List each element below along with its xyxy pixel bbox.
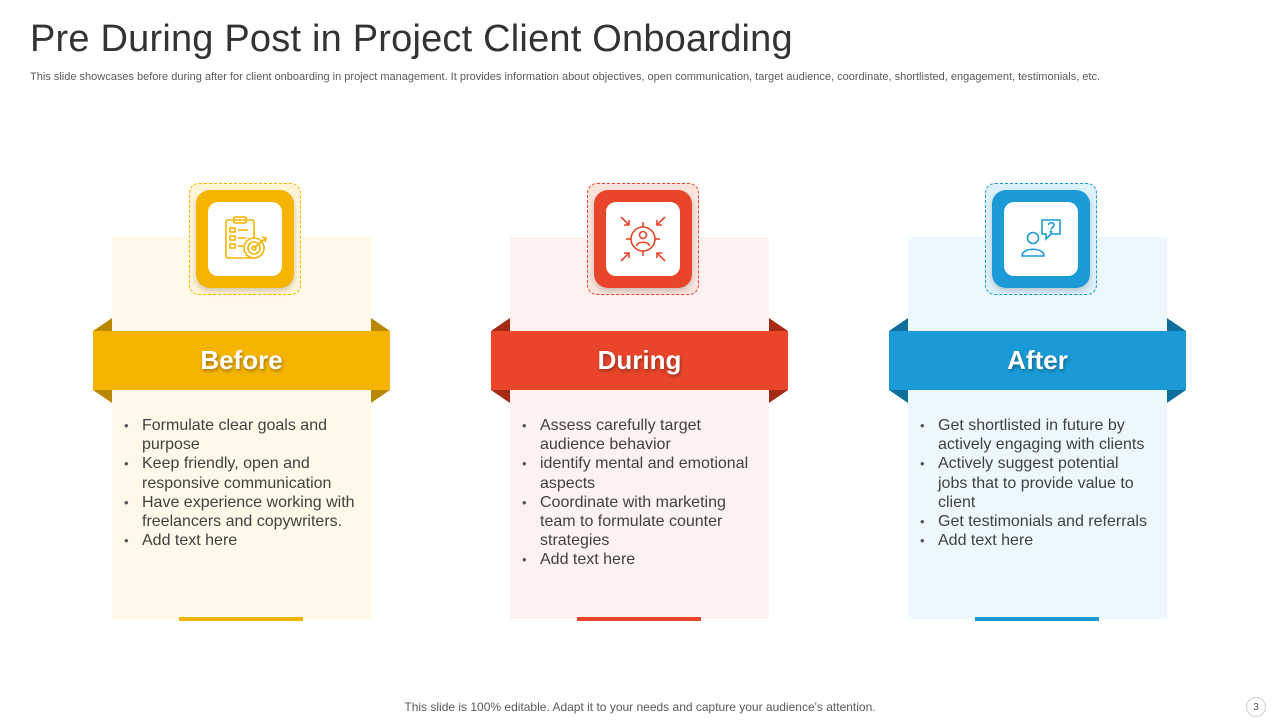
ribbon-fold-right <box>371 318 390 331</box>
page-title: Pre During Post in Project Client Onboar… <box>30 18 793 60</box>
ribbon-fold-right <box>769 318 788 331</box>
ribbon-fold-right-bottom <box>371 390 390 403</box>
ribbon-fold-left <box>889 318 908 331</box>
bullet-list: Assess carefully target audience behavio… <box>522 416 754 570</box>
bullet-list: Formulate clear goals and purpose Keep f… <box>124 416 356 551</box>
ribbon-fold-right-bottom <box>1167 390 1186 403</box>
ribbon-label: During <box>597 345 682 375</box>
ribbon-fold-right <box>1167 318 1186 331</box>
list-item: Keep friendly, open and responsive commu… <box>124 454 356 492</box>
ribbon-fold-left <box>93 318 112 331</box>
ribbon-fold-left-bottom <box>93 390 112 403</box>
list-item: Add text here <box>920 531 1152 550</box>
list-item: Get shortlisted in future by actively en… <box>920 416 1152 454</box>
ribbon-fold-right-bottom <box>769 390 788 403</box>
list-item: Have experience working with freelancers… <box>124 493 356 531</box>
ribbon-fold-left-bottom <box>491 390 510 403</box>
ribbon-after: After <box>889 331 1186 390</box>
list-item: Get testimonials and referrals <box>920 512 1152 531</box>
card-accent-bar <box>577 617 701 621</box>
card-accent-bar <box>975 617 1099 621</box>
ribbon-during: During <box>491 331 788 390</box>
list-item: Coordinate with marketing team to formul… <box>522 493 754 551</box>
list-item: Assess carefully target audience behavio… <box>522 416 754 454</box>
checklist-target-icon <box>208 202 282 276</box>
footer-note: This slide is 100% editable. Adapt it to… <box>404 700 876 714</box>
page-subtitle: This slide showcases before during after… <box>30 71 1101 83</box>
list-item: Add text here <box>522 550 754 569</box>
ribbon-label: Before <box>200 345 283 375</box>
list-item: Actively suggest potential jobs that to … <box>920 454 1152 512</box>
list-item: Formulate clear goals and purpose <box>124 416 356 454</box>
page-number: 3 <box>1246 697 1266 717</box>
ribbon-fold-left-bottom <box>889 390 908 403</box>
target-audience-icon <box>606 202 680 276</box>
bullet-list: Get shortlisted in future by actively en… <box>920 416 1152 551</box>
user-question-icon <box>1004 202 1078 276</box>
ribbon-label: After <box>1007 345 1068 375</box>
ribbon-fold-left <box>491 318 510 331</box>
list-item: identify mental and emotional aspects <box>522 454 754 492</box>
card-accent-bar <box>179 617 303 621</box>
list-item: Add text here <box>124 531 356 550</box>
ribbon-before: Before <box>93 331 390 390</box>
